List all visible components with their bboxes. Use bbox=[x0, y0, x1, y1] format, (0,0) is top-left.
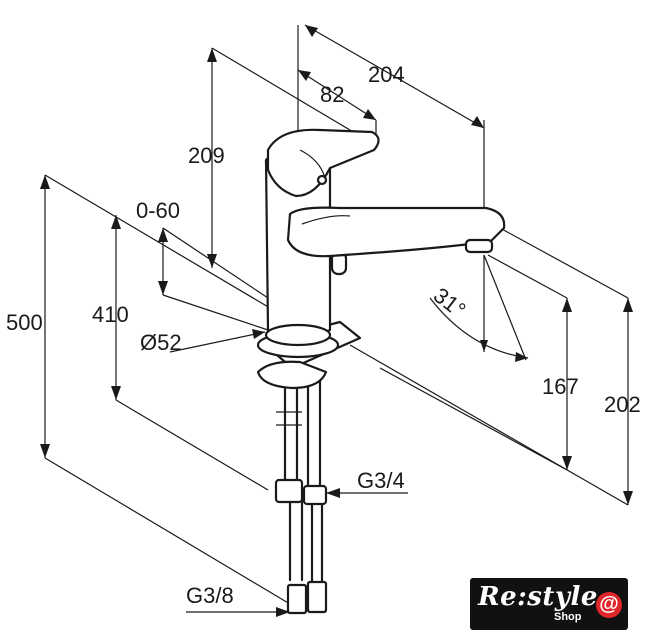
dim-204: 204 bbox=[368, 62, 405, 87]
restyle-shop-logo: Re:style Shop @ bbox=[470, 578, 628, 630]
dim-0-60: 0-60 bbox=[136, 198, 180, 223]
supply-hoses bbox=[274, 370, 328, 615]
thread-g3-8: G3/8 bbox=[186, 583, 234, 608]
dim-angle-31: 31° bbox=[429, 282, 471, 322]
cart-at-icon: @ bbox=[596, 592, 622, 618]
dim-410: 410 bbox=[92, 302, 129, 327]
logo-name: Re:style bbox=[478, 582, 598, 612]
dim-500: 500 bbox=[6, 310, 43, 335]
faucet-lever bbox=[266, 128, 380, 198]
dim-209: 209 bbox=[188, 143, 225, 168]
logo-sub: Shop bbox=[554, 611, 582, 623]
dim-167: 167 bbox=[542, 374, 579, 399]
thread-g3-4: G3/4 bbox=[357, 468, 405, 493]
dimension-arrows bbox=[40, 25, 633, 617]
dim-202: 202 bbox=[604, 392, 641, 417]
dim-diameter-52: Ø52 bbox=[140, 330, 182, 355]
dimension-lines bbox=[44, 24, 629, 613]
dim-82: 82 bbox=[320, 82, 344, 107]
faucet-spout bbox=[286, 206, 506, 258]
